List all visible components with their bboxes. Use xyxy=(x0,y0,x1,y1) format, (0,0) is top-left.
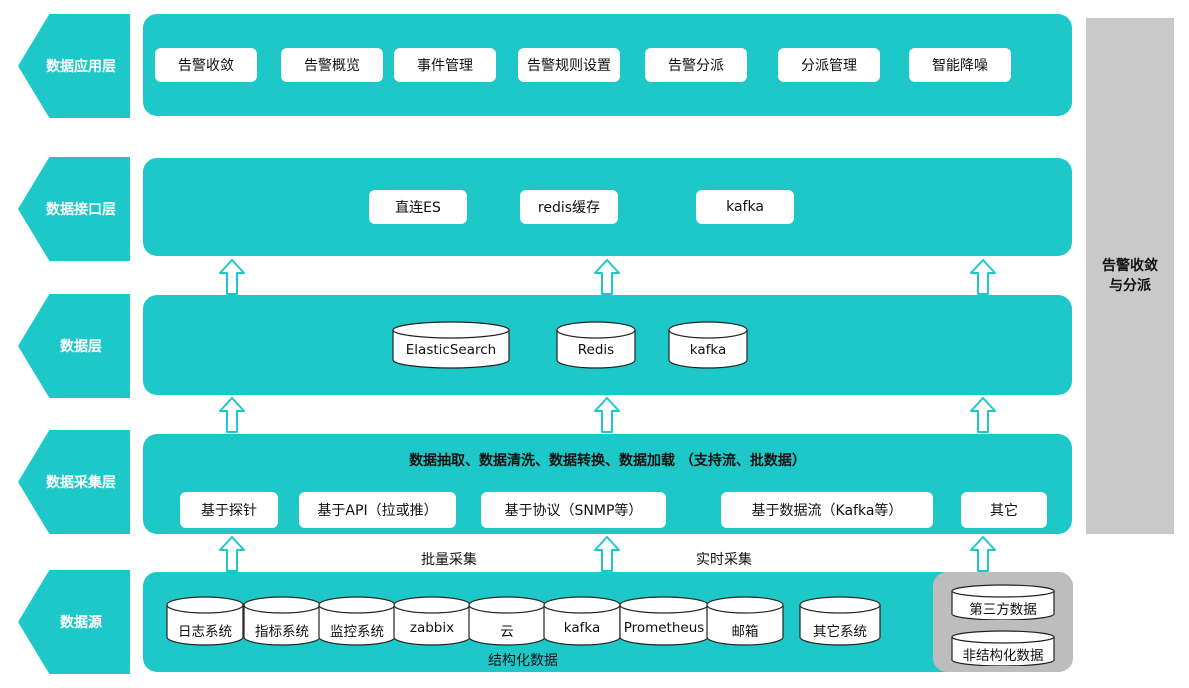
collect-title: 数据抽取、数据清洗、数据转换、数据加载 （支持流、批数据） xyxy=(409,453,806,469)
up-arrow-icon xyxy=(219,536,245,572)
source-db: Prometheus xyxy=(619,596,709,646)
interface-item[interactable]: 直连ES xyxy=(369,190,467,224)
up-arrow-icon xyxy=(594,397,620,433)
source-db: 邮箱 xyxy=(706,596,784,646)
up-arrow-icon xyxy=(970,397,996,433)
up-arrow-icon xyxy=(219,397,245,433)
data-layer-panel: ElasticSearch Redis kafka xyxy=(143,295,1072,395)
app-item[interactable]: 告警规则设置 xyxy=(518,48,620,82)
interface-item[interactable]: redis缓存 xyxy=(520,190,618,224)
app-item[interactable]: 分派管理 xyxy=(778,48,880,82)
unstructured-panel: 第三方数据 非结构化数据 xyxy=(933,572,1073,672)
interface-item[interactable]: kafka xyxy=(696,190,794,224)
unstructured-db: 第三方数据 xyxy=(951,584,1055,620)
layer-label-data: 数据层 xyxy=(18,294,130,398)
source-db: 日志系统 xyxy=(166,596,244,646)
up-arrow-icon xyxy=(970,259,996,295)
up-arrow-icon xyxy=(594,259,620,295)
unstructured-db: 非结构化数据 xyxy=(951,630,1055,666)
source-db: 监控系统 xyxy=(318,596,396,646)
database-redis: Redis xyxy=(556,321,636,369)
app-item[interactable]: 智能降噪 xyxy=(909,48,1011,82)
source-layer-panel: 日志系统 指标系统 监控系统 zabbix 云 kafka Prometheus… xyxy=(143,572,1072,672)
collect-layer-panel: 数据抽取、数据清洗、数据转换、数据加载 （支持流、批数据） 基于探针 基于API… xyxy=(143,434,1072,534)
source-db: zabbix xyxy=(393,596,471,646)
layer-label-interface: 数据接口层 xyxy=(18,157,130,261)
collect-item[interactable]: 基于协议（SNMP等） xyxy=(481,492,666,528)
app-layer-panel: 告警收敛 告警概览 事件管理 告警规则设置 告警分派 分派管理 智能降噪 xyxy=(143,14,1072,116)
up-arrow-icon xyxy=(970,536,996,572)
side-bar-alert-dispatch: 告警收敛与分派 xyxy=(1086,18,1174,534)
collect-item[interactable]: 基于探针 xyxy=(180,492,278,528)
up-arrow-icon xyxy=(594,536,620,572)
layer-label-collect: 数据采集层 xyxy=(18,430,130,534)
up-arrow-icon xyxy=(219,259,245,295)
database-kafka: kafka xyxy=(668,321,748,369)
app-item[interactable]: 告警收敛 xyxy=(155,48,257,82)
source-db: kafka xyxy=(543,596,621,646)
app-item[interactable]: 事件管理 xyxy=(394,48,496,82)
layer-label-app: 数据应用层 xyxy=(18,14,130,118)
collect-item[interactable]: 其它 xyxy=(961,492,1047,528)
structured-data-label: 结构化数据 xyxy=(488,653,558,669)
app-item[interactable]: 告警分派 xyxy=(645,48,747,82)
app-item[interactable]: 告警概览 xyxy=(281,48,383,82)
collect-item[interactable]: 基于数据流（Kafka等） xyxy=(721,492,933,528)
source-db: 其它系统 xyxy=(799,596,881,646)
layer-label-source: 数据源 xyxy=(18,570,130,674)
batch-collect-label: 批量采集 xyxy=(421,552,477,568)
source-db: 云 xyxy=(468,596,546,646)
source-db: 指标系统 xyxy=(243,596,321,646)
collect-item[interactable]: 基于API（拉或推） xyxy=(299,492,456,528)
realtime-collect-label: 实时采集 xyxy=(696,552,752,568)
database-elasticsearch: ElasticSearch xyxy=(392,321,510,369)
interface-layer-panel: 直连ES redis缓存 kafka xyxy=(143,158,1072,256)
